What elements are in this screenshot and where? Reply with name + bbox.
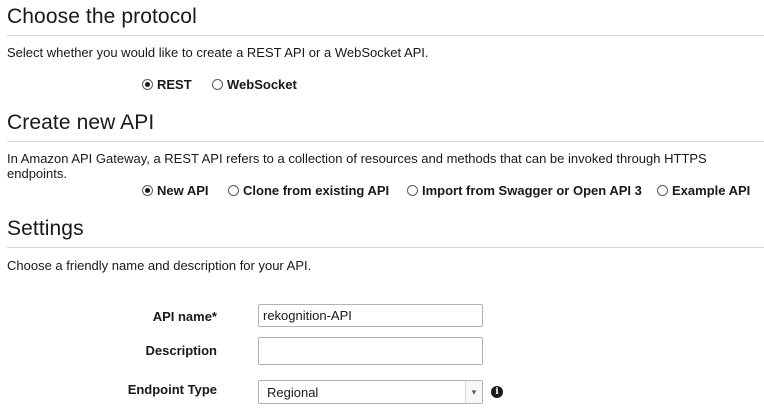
- description-label: Description: [145, 343, 217, 358]
- create-new-api-radio[interactable]: New API: [142, 183, 209, 198]
- create-new-api-label: New API: [157, 183, 209, 198]
- create-import-swagger-radio[interactable]: Import from Swagger or Open API 3: [407, 183, 642, 198]
- create-import-swagger-label: Import from Swagger or Open API 3: [422, 183, 642, 198]
- protocol-websocket-radio[interactable]: WebSocket: [212, 77, 297, 92]
- protocol-section-title: Choose the protocol: [7, 5, 197, 28]
- endpoint-type-value: Regional: [267, 384, 319, 400]
- create-example-api-radio[interactable]: Example API: [657, 183, 750, 198]
- settings-description: Choose a friendly name and description f…: [7, 258, 312, 273]
- protocol-websocket-label: WebSocket: [227, 77, 297, 92]
- create-divider: [7, 141, 764, 142]
- create-description: In Amazon API Gateway, a REST API refers…: [7, 151, 707, 181]
- radio-unchecked-icon[interactable]: [407, 185, 418, 196]
- radio-unchecked-icon[interactable]: [212, 79, 223, 90]
- chevron-down-icon[interactable]: ▾: [465, 381, 482, 403]
- endpoint-type-select[interactable]: Regional ▾: [258, 380, 483, 404]
- create-clone-api-label: Clone from existing API: [243, 183, 390, 198]
- create-clone-api-radio[interactable]: Clone from existing API: [228, 183, 389, 198]
- create-example-api-label: Example API: [672, 183, 751, 198]
- radio-unchecked-icon[interactable]: [228, 185, 239, 196]
- endpoint-type-label: Endpoint Type: [127, 382, 217, 397]
- api-name-label: API name*: [152, 309, 217, 324]
- settings-divider: [7, 247, 764, 248]
- protocol-divider: [7, 35, 764, 36]
- api-name-input[interactable]: [258, 304, 483, 327]
- info-icon[interactable]: i: [491, 386, 503, 398]
- radio-checked-icon[interactable]: [142, 185, 153, 196]
- settings-section-title: Settings: [7, 217, 84, 240]
- radio-unchecked-icon[interactable]: [657, 185, 668, 196]
- protocol-rest-radio[interactable]: REST: [142, 77, 192, 92]
- protocol-description: Select whether you would like to create …: [7, 45, 429, 60]
- protocol-rest-label: REST: [157, 77, 192, 92]
- create-section-title: Create new API: [7, 111, 155, 134]
- radio-checked-icon[interactable]: [142, 79, 153, 90]
- description-input[interactable]: [258, 337, 483, 365]
